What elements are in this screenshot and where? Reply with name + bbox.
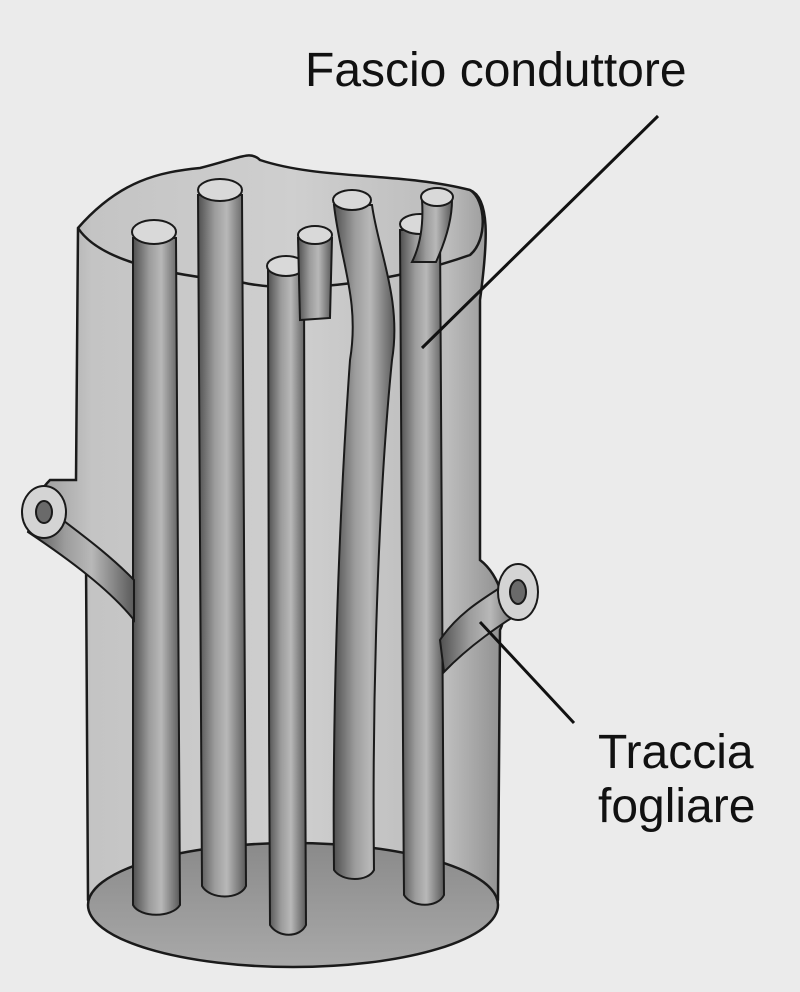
bundle-3: [268, 270, 306, 935]
bundle-1: [133, 238, 180, 915]
label-vascular-bundle: Fascio conduttore: [305, 44, 687, 98]
bundle-4: [298, 238, 332, 320]
label-leaf-trace-line1: Traccia: [598, 726, 755, 780]
label-leaf-trace-line2: fogliare: [598, 780, 755, 834]
label-leaf-trace: Traccia fogliare: [598, 726, 755, 834]
bundle-2: [198, 195, 246, 897]
